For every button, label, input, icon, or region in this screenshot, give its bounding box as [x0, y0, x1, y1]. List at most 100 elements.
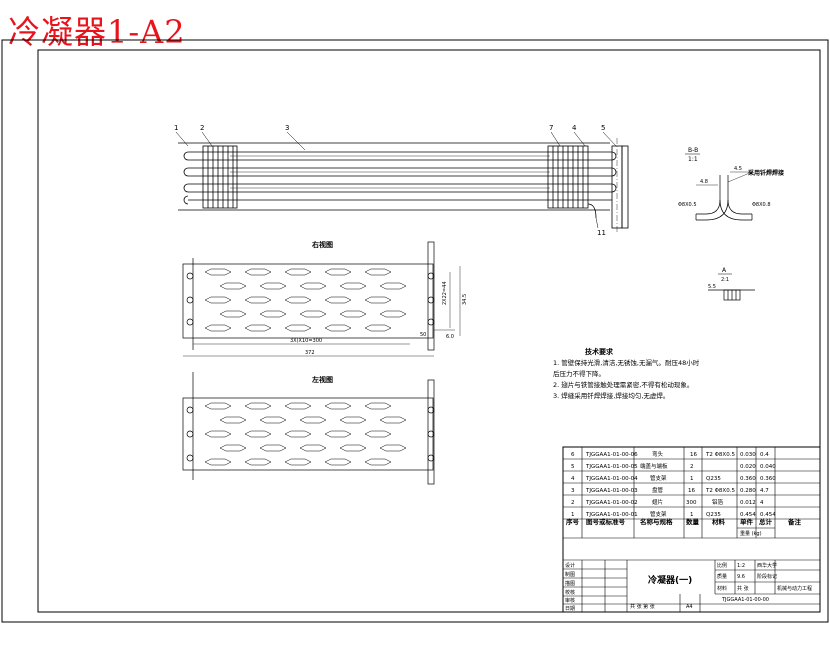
bom-header-no: 序号: [565, 517, 580, 526]
bom-code: TJGGAA1-01-00-06: [585, 452, 638, 458]
tb-org: 机械与动力工程: [777, 585, 812, 592]
tb-label-review: 审核: [565, 597, 575, 604]
bom-name: 翅片: [652, 498, 663, 506]
bom-qty: 1: [690, 512, 694, 518]
notes-line: 3. 焊缝采用钎焊焊接,焊接均匀,无虚焊。: [553, 392, 670, 400]
bom-material: Q235: [706, 476, 721, 482]
bom-code: TJGGAA1-01-00-04: [585, 476, 638, 482]
tb-label-draw: 制图: [565, 571, 575, 578]
drawing-number: TJGGAA1-01-00-00: [721, 597, 769, 603]
part-name: 冷凝器(一): [648, 574, 692, 586]
balloon-2: 2: [200, 124, 204, 132]
tb-mass-value: 9.6: [737, 574, 745, 580]
detail-label: A: [722, 267, 727, 274]
bom-header-name: 名称与规格: [640, 517, 673, 526]
inner-border: [37, 49, 821, 613]
notes-line: 后压力不得下降。: [553, 370, 605, 378]
dim-phi8x0-5: Φ8X0.5: [678, 202, 697, 208]
bom-qty: 16: [688, 488, 695, 494]
section-bb-view: [695, 171, 753, 221]
bom-material: T2 Φ8X0.5: [705, 452, 735, 458]
bom-code: TJGGAA1-01-00-03: [585, 488, 638, 494]
part-leaders: [175, 131, 617, 229]
balloon-5: 5: [601, 124, 605, 132]
bom-no: 5: [571, 464, 575, 470]
balloon-3: 3: [285, 124, 289, 132]
tb-sheet-label: 共 张: [737, 585, 749, 592]
tb-mass-label: 质量: [717, 573, 727, 580]
bom-name: 管支架: [650, 510, 667, 518]
bom-name: 盘管: [652, 486, 664, 494]
bom-rows: 6 TJGGAA1-01-00-06 弯头 16 T2 Φ8X0.5 0.030…: [571, 450, 776, 518]
tb-material-label: 材料: [717, 585, 727, 592]
balloon-7: 7: [549, 124, 553, 132]
bom-header-code: 图号或标准号: [586, 517, 626, 526]
dim-phi8x0-8: Φ8X0.8: [752, 202, 771, 208]
bom-unit: 0.020: [740, 464, 756, 470]
dim-pitch: 3X(X10=300: [290, 338, 322, 344]
bom-unit: 0.454: [740, 512, 756, 518]
tb-unit: 西华大学: [757, 562, 777, 569]
balloon-11: 11: [597, 229, 606, 237]
dim-6-0: 6.0: [446, 334, 454, 340]
bom-code: TJGGAA1-01-00-01: [585, 512, 638, 518]
bom-qty: 300: [686, 500, 697, 506]
detail-a-view: [708, 289, 755, 301]
bom-total: 4.7: [760, 488, 769, 494]
right-view: [182, 241, 461, 357]
bom-material: 铝箔: [712, 498, 724, 506]
bom-header: 序号 图号或标准号 名称与规格 数量 材料 单件 总计 备注 重量 (kg): [565, 517, 802, 537]
bom-name: 端盖与端板: [640, 462, 668, 470]
bom-total: 0.4: [760, 452, 769, 458]
bom-unit: 0.012: [740, 500, 756, 506]
section-scale: 1:1: [688, 156, 698, 163]
bom-header-qty: 数量: [686, 517, 700, 526]
dim-vert: 2X22=44: [442, 281, 448, 305]
weld-note: 采用钎焊焊接: [748, 169, 784, 177]
bom-header-total: 总计: [759, 517, 773, 526]
bom-unit: 0.030: [740, 452, 756, 458]
bom-total: 0.454: [760, 512, 776, 518]
right-view-label: 右视图: [311, 240, 333, 249]
bom-code: TJGGAA1-01-00-02: [585, 500, 638, 506]
tb-label-check: 校核: [565, 589, 575, 596]
tb-scale-value: 1:2: [737, 563, 745, 569]
dim-50: 50: [420, 332, 426, 338]
tb-scale-label: 比例: [717, 562, 727, 569]
bom-header-material: 材料: [711, 517, 726, 526]
dim-4-5: 4.5: [734, 166, 742, 172]
notes-line: 1. 管壁保持光滑,清洁,无锈蚀,无漏气。耐压48小时: [553, 359, 700, 367]
notes-title: 技术要求: [585, 348, 613, 356]
outer-border: [1, 39, 829, 623]
balloon-4: 4: [572, 124, 577, 132]
bom-qty: 2: [690, 464, 694, 470]
bom-no: 4: [571, 476, 575, 482]
bom-no: 3: [571, 488, 575, 494]
bom-name: 弯头: [652, 450, 664, 458]
balloon-1: 1: [174, 124, 178, 132]
bom-qty: 1: [690, 476, 694, 482]
bom-header-note: 备注: [787, 517, 802, 526]
bom-no: 6: [571, 452, 575, 458]
bom-header-unit: 单件: [740, 517, 754, 526]
dim-5-5: 5.5: [708, 284, 716, 290]
bom-total: 0.040: [760, 464, 776, 470]
tb-label-design: 设计: [565, 562, 575, 569]
dim-vert2: 34.5: [462, 294, 468, 305]
bom-material: T2 Φ8X0.5: [705, 488, 735, 494]
tb-bottom-mid: 共 张 第 张: [630, 603, 655, 610]
bom-weight-label: 重量 (kg): [740, 530, 762, 537]
dim-4-8: 4.8: [700, 179, 708, 185]
bom-table: [562, 446, 821, 613]
tb-stage-label: 阶段标记: [757, 573, 777, 580]
bom-total: 4: [760, 500, 764, 506]
tb-bottom-a4: A4: [686, 604, 693, 610]
bom-unit: 0.360: [740, 476, 756, 482]
dim-overall: 372: [305, 350, 315, 356]
bom-code: TJGGAA1-01-00-05: [585, 464, 638, 470]
bom-qty: 16: [690, 452, 697, 458]
front-view: [178, 138, 629, 232]
left-view-label: 左视图: [311, 375, 333, 384]
bom-name: 管支架: [650, 474, 667, 482]
